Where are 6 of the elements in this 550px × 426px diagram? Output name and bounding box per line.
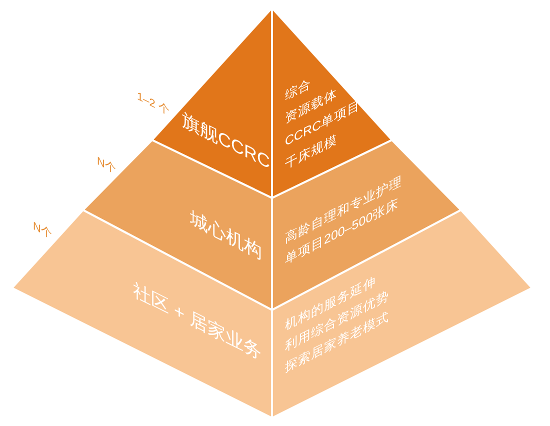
tier-title: 城心机构: [190, 208, 262, 262]
count-label: 1–2 个: [137, 91, 170, 118]
tier-title: 社区 + 居家业务: [133, 280, 262, 362]
tier-description: 综合: [285, 77, 311, 102]
count-label: N个: [33, 221, 52, 242]
count-label: N个: [97, 156, 116, 176]
